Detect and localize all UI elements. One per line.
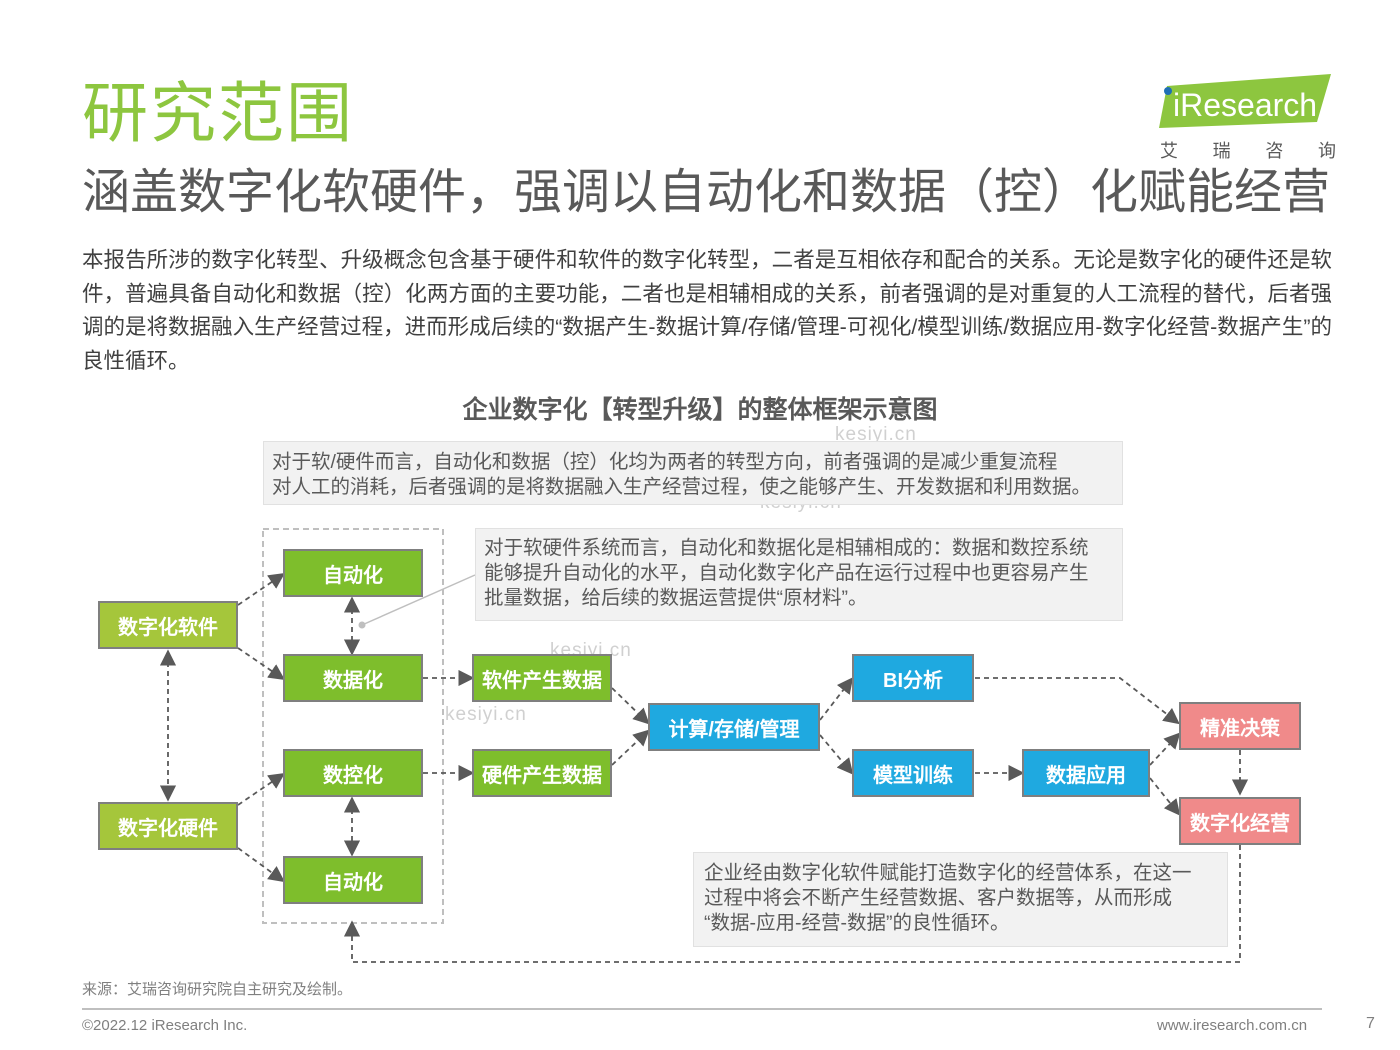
watermark: kesiyi.cn [445,704,527,725]
logo-brand-text: iResearch [1173,87,1317,123]
iresearch-logo: iResearch [1159,74,1331,128]
node-digital-hardware: 数字化硬件 [98,802,238,850]
note-top-line: 对人工的消耗，后者强调的是将数据融入生产经营过程，使之能够产生、开发数据和利用数… [272,476,1092,498]
diagram-title: 企业数字化【转型升级】的整体框架示意图 [462,396,938,424]
node-data-application: 数据应用 [1022,749,1150,797]
footer-url[interactable]: www.iresearch.com.cn [1157,1017,1308,1034]
note-bottom-line: “数据-应用-经营-数据”的良性循环。 [704,912,1010,934]
note-bottom: 企业经由数字化软件赋能打造数字化的经营体系，在这一 过程中将会不断产生经营数据、… [693,852,1228,947]
page-subtitle: 涵盖数字化软硬件，强调以自动化和数据（控）化赋能经营 [82,166,1331,219]
logo-cn-text: 艾 瑞 咨 询 [1158,137,1338,163]
intro-paragraph: 本报告所涉的数字化转型、升级概念包含基于硬件和软件的数字化转型，二者是互相依存和… [82,248,1332,373]
note-middle-line: 批量数据，给后续的数据运营提供“原材料”。 [484,587,868,609]
node-numerical-control: 数控化 [283,749,423,797]
node-software-data: 软件产生数据 [472,654,612,702]
node-datafication: 数据化 [283,654,423,702]
footer-copyright: ©2022.12 iResearch Inc. [82,1017,248,1034]
note-bottom-line: 企业经由数字化软件赋能打造数字化的经营体系，在这一 [704,862,1192,884]
logo-cn-char: 咨 [1265,141,1284,161]
node-hardware-data: 硬件产生数据 [472,749,612,797]
page-number: 7 [1366,1015,1375,1032]
footer-divider [82,1008,1322,1010]
logo-cn-char: 艾 [1160,141,1178,161]
node-automation-1: 自动化 [283,549,423,597]
logo-cn-char: 瑞 [1212,141,1231,161]
logo-cn-char: 询 [1317,141,1336,161]
note-middle: 对于软硬件系统而言，自动化和数据化是相辅相成的：数据和数控系统 能够提升自动化的… [475,528,1123,621]
note-bottom-line: 过程中将会不断产生经营数据、客户数据等，从而形成 [704,887,1173,909]
node-compute-storage-manage: 计算/存储/管理 [648,703,820,751]
page-title: 研究范围 [82,76,354,150]
node-model-training: 模型训练 [852,749,974,797]
watermark: kesiyi.cn [835,424,917,445]
note-top: 对于软/硬件而言，自动化和数据（控）化均为两者的转型方向，前者强调的是减少重复流… [263,441,1123,505]
note-top-line: 对于软/硬件而言，自动化和数据（控）化均为两者的转型方向，前者强调的是减少重复流… [272,451,1058,473]
node-bi-analysis: BI分析 [852,654,974,702]
node-precise-decision: 精准决策 [1179,702,1301,750]
source-note: 来源：艾瑞咨询研究院自主研究及绘制。 [82,981,353,998]
node-automation-2: 自动化 [283,856,423,904]
note-middle-line: 对于软硬件系统而言，自动化和数据化是相辅相成的：数据和数控系统 [484,537,1089,559]
node-digital-operation: 数字化经营 [1179,797,1301,845]
node-digital-software: 数字化软件 [98,601,238,649]
note-middle-line: 能够提升自动化的水平，自动化数字化产品在运行过程中也更容易产生 [484,562,1089,584]
